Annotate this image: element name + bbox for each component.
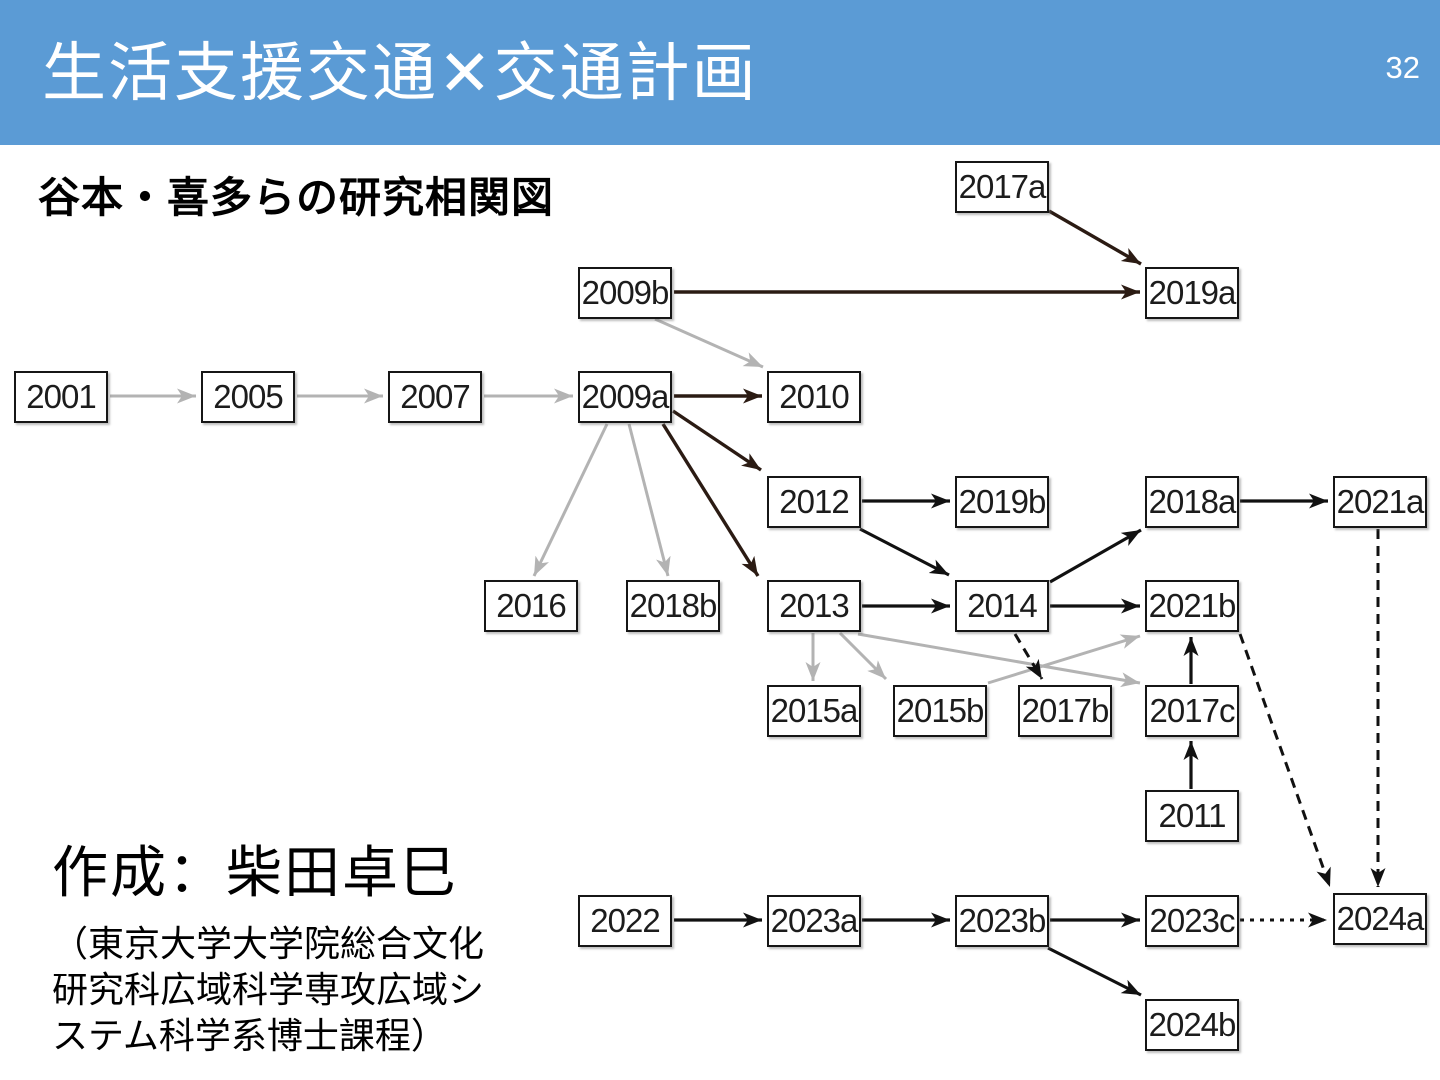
edge-2009a-2018b xyxy=(627,423,671,577)
node-2015a: 2015a xyxy=(767,685,861,737)
diagram-subtitle: 谷本・喜多らの研究相関図 xyxy=(38,174,555,221)
node-2017b: 2017b xyxy=(1018,685,1112,737)
node-2014: 2014 xyxy=(955,580,1049,632)
node-2001: 2001 xyxy=(14,371,108,423)
node-2023c: 2023c xyxy=(1145,895,1239,947)
node-2021b: 2021b xyxy=(1145,580,1239,632)
attribution-affiliation-line3: ステム科学系博士課程） xyxy=(52,1015,447,1056)
attribution-block: 作成：柴田卓巳 （東京大学大学院総合文化 研究科広域科学専攻広域シ ステム科学系… xyxy=(52,828,484,1059)
node-2009a: 2009a xyxy=(578,371,672,423)
node-2024a: 2024a xyxy=(1333,893,1427,945)
attribution-affiliation-line2: 研究科広域科学専攻広域シ xyxy=(52,969,485,1010)
edge-2013-2015b xyxy=(838,631,888,681)
node-2024b: 2024b xyxy=(1145,999,1239,1051)
slide-title: 生活支援交通✕交通計画 xyxy=(42,37,758,109)
node-2010: 2010 xyxy=(767,371,861,423)
node-2013: 2013 xyxy=(767,580,861,632)
node-2019b: 2019b xyxy=(955,476,1049,528)
node-2022: 2022 xyxy=(578,895,672,947)
edge-2015b-2021b xyxy=(987,634,1141,685)
edge-2009a-2016 xyxy=(532,423,609,577)
edge-2009b-2010 xyxy=(654,317,764,369)
node-2017c: 2017c xyxy=(1145,685,1239,737)
node-2012: 2012 xyxy=(767,476,861,528)
attribution-author: 作成：柴田卓巳 xyxy=(52,841,458,904)
node-2009b: 2009b xyxy=(578,267,672,319)
node-2019a: 2019a xyxy=(1145,267,1239,319)
node-2007: 2007 xyxy=(388,371,482,423)
node-2005: 2005 xyxy=(201,371,295,423)
edge-2014-2017b xyxy=(1013,633,1044,680)
node-2018b: 2018b xyxy=(626,580,720,632)
page-number: 32 xyxy=(1385,50,1420,85)
edge-2009a-2013 xyxy=(661,423,760,577)
edge-2009a-2012 xyxy=(672,409,762,472)
slide-header: 生活支援交通✕交通計画 32 xyxy=(0,0,1440,145)
attribution-affiliation-line1: （東京大学大学院総合文化 xyxy=(52,923,485,964)
edge-2021b-2024a xyxy=(1238,633,1332,888)
edge-2017a-2019a xyxy=(1048,209,1142,266)
node-2015b: 2015b xyxy=(893,685,987,737)
node-2023a: 2023a xyxy=(767,895,861,947)
node-2017a: 2017a xyxy=(955,161,1049,213)
node-2016: 2016 xyxy=(484,580,578,632)
node-2023b: 2023b xyxy=(955,895,1049,947)
edge-2013-2017c xyxy=(857,632,1141,688)
edge-2012-2014 xyxy=(859,527,950,577)
node-2021a: 2021a xyxy=(1333,476,1427,528)
node-2018a: 2018a xyxy=(1145,476,1239,528)
edge-2023b-2024b xyxy=(1047,946,1142,997)
node-2011: 2011 xyxy=(1145,790,1239,842)
edge-2014-2018a xyxy=(1049,528,1142,584)
